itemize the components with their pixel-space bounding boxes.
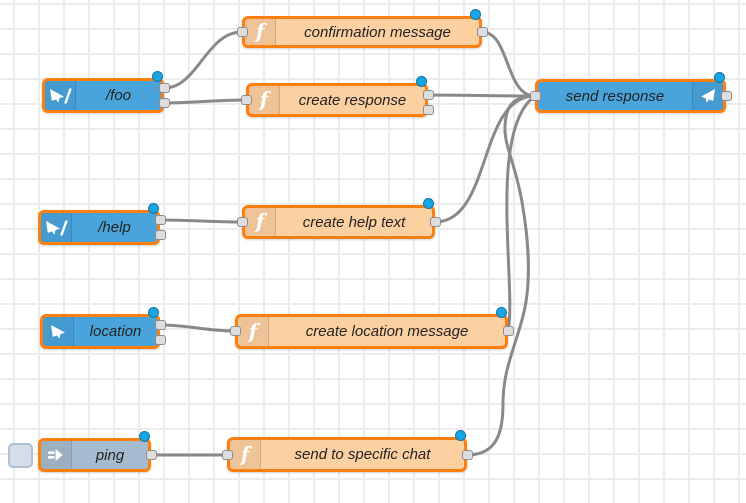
node-confirmation-message[interactable]: f confirmation message — [242, 16, 482, 48]
paper-plane-in-icon — [43, 317, 74, 346]
node-label-foo: /foo — [105, 87, 132, 104]
node-send-response[interactable]: send response — [535, 79, 726, 113]
changed-indicator-dot — [495, 306, 507, 318]
output-port-create-response-1[interactable] — [422, 105, 434, 115]
output-port-send-response-0[interactable] — [720, 91, 732, 101]
changed-indicator-dot — [151, 70, 163, 82]
inject-button-ping[interactable] — [8, 443, 33, 468]
input-port-send-to-specific-chat-0[interactable] — [221, 450, 233, 460]
wire-foo-to-confirmation-message[interactable] — [162, 30, 244, 90]
telegram-command-icon — [45, 81, 76, 110]
output-port-location-1[interactable] — [154, 335, 166, 345]
node-label-create-response: create response — [298, 91, 407, 109]
node-label-ping: ping — [95, 446, 125, 464]
node-label-create-location-message: create location message — [305, 323, 469, 340]
function-icon: f — [245, 208, 276, 236]
node-create-location-message[interactable]: f create location message — [235, 314, 508, 349]
node-ping[interactable]: ping — [38, 438, 151, 472]
node-send-to-specific-chat[interactable]: f send to specific chat — [227, 437, 467, 472]
node-label-create-help-text: create help text — [302, 213, 406, 231]
output-port-create-location-message-0[interactable] — [502, 326, 514, 336]
node-label-help: /help — [98, 219, 131, 236]
node-label-send-response: send response — [565, 87, 665, 105]
changed-indicator-dot — [415, 75, 427, 87]
changed-indicator-dot — [147, 306, 159, 318]
changed-indicator-dot — [138, 430, 150, 442]
changed-indicator-dot — [147, 202, 159, 214]
function-icon: f — [245, 19, 276, 45]
node-help[interactable]: /help — [38, 210, 160, 245]
wire-location-to-create-location-message[interactable] — [158, 323, 237, 333]
wire-create-response-to-send-response[interactable] — [426, 93, 537, 98]
node-create-help-text[interactable]: f create help text — [242, 205, 435, 239]
output-port-confirmation-message-0[interactable] — [476, 27, 488, 37]
svg-text:f: f — [239, 442, 253, 466]
svg-text:f: f — [247, 319, 261, 343]
output-port-foo-1[interactable] — [158, 98, 170, 108]
changed-indicator-dot — [422, 197, 434, 209]
input-port-send-response-0[interactable] — [529, 91, 541, 101]
node-label-location: location — [89, 323, 142, 340]
inject-arrow-icon — [41, 441, 72, 469]
function-icon: f — [238, 317, 269, 346]
node-label-confirmation-message: confirmation message — [304, 23, 451, 41]
svg-text:f: f — [258, 87, 272, 111]
wire-help-to-create-help-text[interactable] — [158, 218, 244, 224]
wire-create-location-message-to-send-response[interactable] — [505, 94, 537, 333]
node-label-send-to-specific-chat: send to specific chat — [294, 446, 431, 463]
input-port-create-help-text-0[interactable] — [236, 217, 248, 227]
output-port-location-0[interactable] — [154, 320, 166, 330]
wire-confirmation-message-to-send-response[interactable] — [480, 30, 537, 98]
node-foo[interactable]: /foo — [42, 78, 164, 113]
svg-text:f: f — [254, 209, 268, 233]
node-location[interactable]: location — [40, 314, 160, 349]
changed-indicator-dot — [469, 8, 481, 20]
output-port-create-response-0[interactable] — [422, 90, 434, 100]
svg-text:f: f — [254, 19, 268, 43]
input-port-confirmation-message-0[interactable] — [236, 27, 248, 37]
input-port-create-response-0[interactable] — [240, 95, 252, 105]
input-port-create-location-message-0[interactable] — [229, 326, 241, 336]
output-port-ping-0[interactable] — [145, 450, 157, 460]
paper-plane-icon — [692, 82, 723, 110]
node-create-response[interactable]: f create response — [246, 83, 428, 117]
output-port-help-0[interactable] — [154, 215, 166, 225]
telegram-command-icon — [41, 213, 72, 242]
changed-indicator-dot — [454, 429, 466, 441]
output-port-create-help-text-0[interactable] — [429, 217, 441, 227]
output-port-help-1[interactable] — [154, 230, 166, 240]
function-icon: f — [249, 86, 280, 114]
output-port-foo-0[interactable] — [158, 83, 170, 93]
changed-indicator-dot — [713, 71, 725, 83]
wire-send-to-specific-chat-to-send-response[interactable] — [465, 94, 537, 457]
output-port-send-to-specific-chat-0[interactable] — [461, 450, 473, 460]
function-icon: f — [230, 440, 261, 469]
wire-foo-to-create-response[interactable] — [162, 98, 248, 105]
